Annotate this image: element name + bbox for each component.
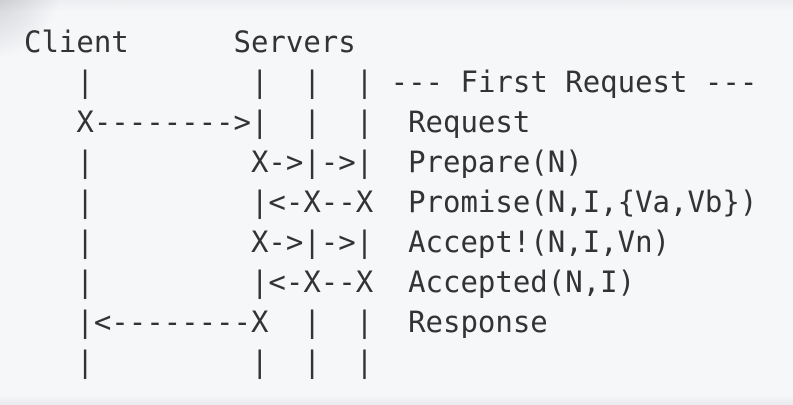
- row-promise: | |<-X--X Promise(N,I,{Va,Vb}): [24, 182, 757, 222]
- promise-label: Promise(N,I,{Va,Vb}): [408, 185, 758, 219]
- lifelines-art: | X->|->|: [24, 225, 374, 259]
- lifelines-art: |<--------X | |: [24, 305, 374, 339]
- response-label: Response: [408, 305, 548, 339]
- servers-column-header: Servers: [233, 25, 356, 59]
- client-column-header: Client: [24, 25, 129, 59]
- lifelines-art: | X->|->|: [24, 145, 374, 179]
- accepted-label: Accepted(N,I): [408, 265, 636, 299]
- accept-label: Accept!(N,I,Vn): [408, 225, 670, 259]
- diagram-header-row: Client Servers: [24, 22, 757, 62]
- first-request-divider-label: --- First Request ---: [390, 65, 758, 99]
- lifelines-art: | | | |: [24, 65, 374, 99]
- row-response: |<--------X | | Response: [24, 302, 757, 342]
- ascii-sequence-diagram: Client Servers | | | | --- First Request -…: [24, 22, 757, 382]
- prepare-label: Prepare(N): [408, 145, 583, 179]
- row-first-request-divider: | | | | --- First Request ---: [24, 62, 757, 102]
- lifelines-art: | |<-X--X: [24, 265, 374, 299]
- row-lifelines-tail: | | | |: [24, 342, 757, 382]
- row-accept: | X->|->| Accept!(N,I,Vn): [24, 222, 757, 262]
- row-accepted: | |<-X--X Accepted(N,I): [24, 262, 757, 302]
- request-label: Request: [408, 105, 531, 139]
- row-request: X-------->| | | Request: [24, 102, 757, 142]
- lifelines-art: | | | |: [24, 345, 374, 379]
- lifelines-art: X-------->| | |: [24, 105, 374, 139]
- row-prepare: | X->|->| Prepare(N): [24, 142, 757, 182]
- lifelines-art: | |<-X--X: [24, 185, 374, 219]
